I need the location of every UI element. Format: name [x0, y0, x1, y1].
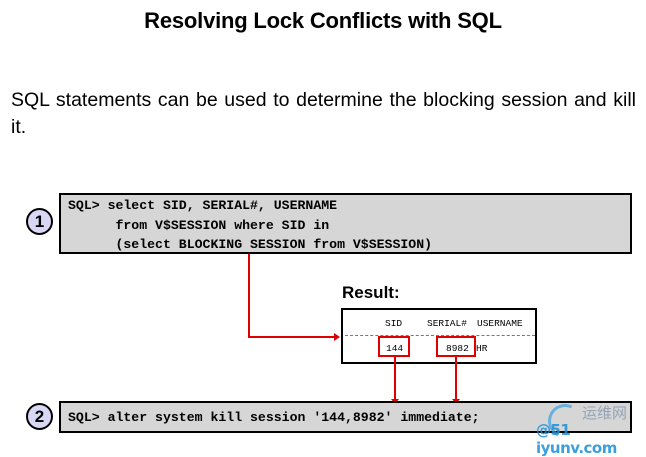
sid-highlight-box — [378, 336, 410, 357]
cell-serial: 8982 — [446, 343, 469, 354]
column-header-serial: SERIAL# — [427, 318, 467, 329]
connector-arrowhead — [334, 333, 340, 341]
step-2-badge: 2 — [26, 403, 53, 430]
sql-line: SQL> alter system kill session '144,8982… — [68, 410, 480, 425]
connector-line-vertical — [248, 254, 250, 338]
slide-title: Resolving Lock Conflicts with SQL — [144, 8, 502, 33]
result-table: SID SERIAL# USERNAME 144 8982 HR — [341, 308, 537, 364]
sql-line: SQL> select SID, SERIAL#, USERNAME — [68, 198, 338, 213]
watermark-site-text: @51 iyunv.com — [536, 421, 617, 457]
intro-paragraph: SQL statements can be used to determine … — [11, 89, 636, 138]
serial-connector-line — [455, 357, 457, 401]
result-label: Result: — [342, 283, 400, 302]
cell-username: HR — [476, 343, 488, 354]
sql-query-box: SQL> select SID, SERIAL#, USERNAME from … — [59, 193, 632, 254]
connector-line-horizontal — [248, 336, 336, 338]
sql-line: (select BLOCKING SESSION from V$SESSION) — [68, 237, 433, 252]
column-header-sid: SID — [385, 318, 403, 329]
serial-highlight-box — [436, 336, 476, 357]
sql-kill-box: SQL> alter system kill session '144,8982… — [59, 401, 632, 433]
sid-connector-line — [394, 357, 396, 401]
cell-sid: 144 — [386, 343, 404, 354]
column-header-username: USERNAME — [477, 318, 523, 329]
step-1-badge: 1 — [26, 208, 53, 235]
watermark: 运维网 @51 iyunv.com — [534, 399, 646, 457]
header-separator — [345, 335, 535, 336]
sql-line: from V$SESSION where SID in — [68, 217, 330, 233]
watermark-cn-text: 运维网 — [582, 404, 628, 422]
